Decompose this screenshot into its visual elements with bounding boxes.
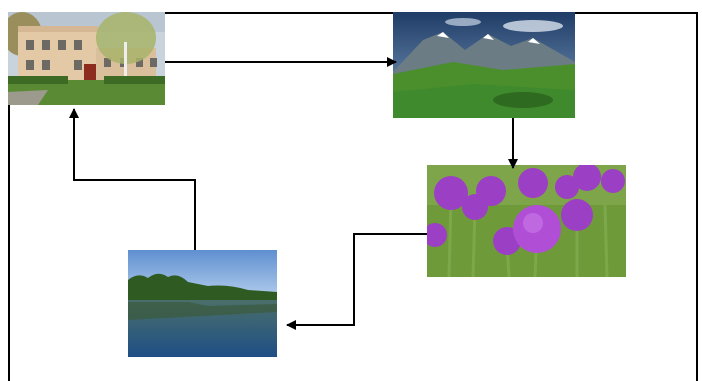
forest-lake-photo bbox=[128, 250, 277, 357]
purple-allium-flowers-photo bbox=[427, 165, 626, 277]
arrow-flowers-to-lake bbox=[286, 233, 427, 330]
frame-top-line bbox=[8, 12, 698, 14]
arrow-lake-to-school bbox=[69, 108, 196, 250]
mountain-valley-photo bbox=[393, 12, 575, 118]
frame-left-line bbox=[8, 12, 10, 381]
frame-right-line bbox=[696, 12, 698, 381]
school-building-photo bbox=[8, 12, 165, 105]
